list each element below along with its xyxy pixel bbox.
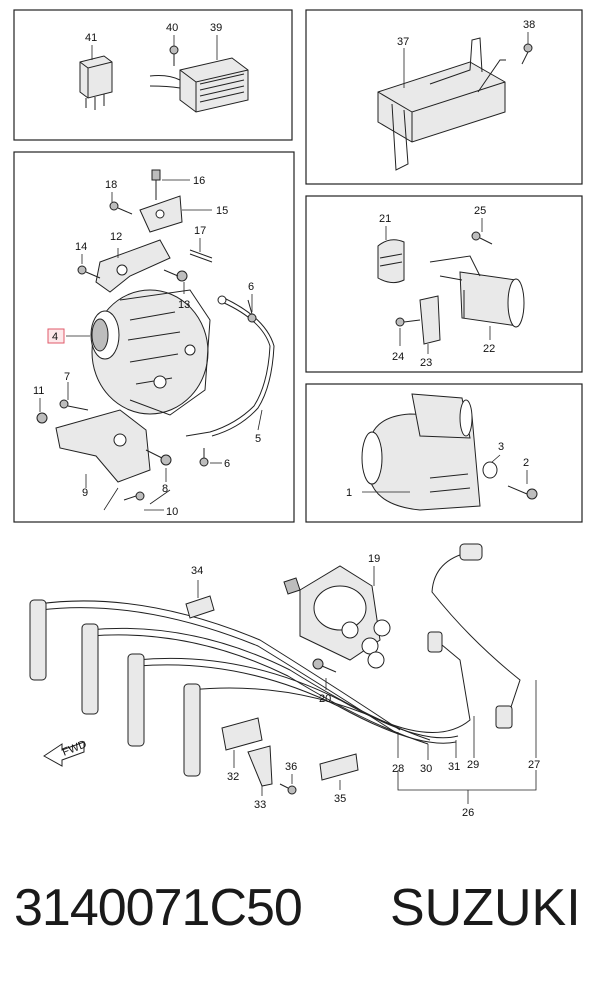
callout-12: 12 <box>110 231 122 243</box>
starter-1 <box>361 393 481 511</box>
bracket-12 <box>95 239 171 293</box>
panel-ignition-coil <box>305 195 583 373</box>
callout-40: 40 <box>166 22 178 34</box>
regulator-39 <box>149 35 249 113</box>
callout-15: 15 <box>216 205 228 217</box>
callout-20: 20 <box>319 693 331 705</box>
callout-3: 3 <box>498 441 504 453</box>
callout-14: 14 <box>75 241 87 253</box>
cable-29 <box>183 631 471 777</box>
screw-25 <box>471 231 493 245</box>
callout-6-lower: 6 <box>224 458 230 470</box>
bracket-37 <box>377 37 506 171</box>
panel-starter <box>305 383 583 523</box>
callout-23: 23 <box>420 357 432 369</box>
clamp-21 <box>377 239 405 284</box>
bolt-16 <box>151 169 161 200</box>
bolt-18 <box>109 201 133 215</box>
clamp-35 <box>319 753 359 781</box>
panel-alternator <box>13 151 295 523</box>
callout-36: 36 <box>285 761 297 773</box>
bracket-15 <box>139 195 183 233</box>
part-number: 3140071C50 <box>14 879 303 937</box>
callout-35: 35 <box>334 793 346 805</box>
parts-diagram: FWD <box>13 9 583 819</box>
callout-38: 38 <box>523 19 535 31</box>
screw-24 <box>395 317 421 327</box>
callout-27: 27 <box>528 759 540 771</box>
callout-6-upper: 6 <box>248 281 254 293</box>
callout-30: 30 <box>420 763 432 775</box>
panel-bracket <box>305 9 583 185</box>
relay-41 <box>79 45 113 110</box>
alternator-4 <box>90 289 211 416</box>
callout-18: 18 <box>105 179 117 191</box>
callout-32: 32 <box>227 771 239 783</box>
callout-21: 21 <box>379 213 391 225</box>
bolt-14 <box>77 265 101 279</box>
callout-26: 26 <box>462 807 474 819</box>
callouts: 1 2 3 4 5 6 6 7 8 9 10 11 12 13 14 15 16… <box>33 19 540 819</box>
dashline-alternator <box>103 487 171 511</box>
callout-19: 19 <box>368 553 380 565</box>
bolt-6-lower <box>199 448 209 467</box>
bolt-7 <box>59 399 89 411</box>
callout-10: 10 <box>166 506 178 518</box>
callout-4: 4 <box>52 331 58 343</box>
bracket-23 <box>419 295 441 345</box>
screw-40 <box>169 35 179 66</box>
clamp-32 <box>221 717 263 751</box>
cable-27 <box>431 543 521 729</box>
callout-7: 7 <box>64 371 70 383</box>
screw-38 <box>521 32 533 65</box>
brand-name: SUZUKI <box>390 879 581 937</box>
bracket-9 <box>55 409 151 483</box>
callout-31: 31 <box>448 761 460 773</box>
stud-17 <box>189 249 213 263</box>
callout-34: 34 <box>191 565 203 577</box>
callout-16: 16 <box>193 175 205 187</box>
bolt-8 <box>145 449 172 466</box>
bracket-line-26 <box>397 770 537 804</box>
clamp-34 <box>185 595 215 619</box>
nut-11 <box>36 412 48 424</box>
fwd-arrow-icon: FWD <box>43 738 88 767</box>
bolt-13 <box>163 269 188 282</box>
callout-33: 33 <box>254 799 266 811</box>
bracket-33 <box>247 745 273 787</box>
callout-28: 28 <box>392 763 404 775</box>
bolt-20 <box>312 658 337 673</box>
callout-5: 5 <box>255 433 261 445</box>
bolt-2 <box>507 485 538 500</box>
callout-22: 22 <box>483 343 495 355</box>
callout-41: 41 <box>85 32 97 44</box>
callout-4-highlight <box>47 328 65 344</box>
cable-28 <box>29 599 401 735</box>
callout-2: 2 <box>523 457 529 469</box>
callout-25: 25 <box>474 205 486 217</box>
cable-31 <box>127 653 459 747</box>
leader-lines <box>39 179 537 796</box>
coil-22 <box>429 255 525 328</box>
bolt-6-upper <box>247 299 257 323</box>
callout-13: 13 <box>178 299 190 311</box>
callout-9: 9 <box>82 487 88 499</box>
panel-relay-regulator <box>13 9 293 141</box>
distributor-19 <box>283 565 391 669</box>
callout-37: 37 <box>397 36 409 48</box>
callout-11: 11 <box>33 385 44 397</box>
callout-8: 8 <box>162 483 168 495</box>
callout-39: 39 <box>210 22 222 34</box>
callout-24: 24 <box>392 351 404 363</box>
bolt-10 <box>123 491 145 501</box>
bolt-36 <box>279 783 297 795</box>
callout-1: 1 <box>346 487 352 499</box>
callout-29: 29 <box>467 759 479 771</box>
bushing-3 <box>482 461 498 479</box>
callout-17: 17 <box>194 225 206 237</box>
